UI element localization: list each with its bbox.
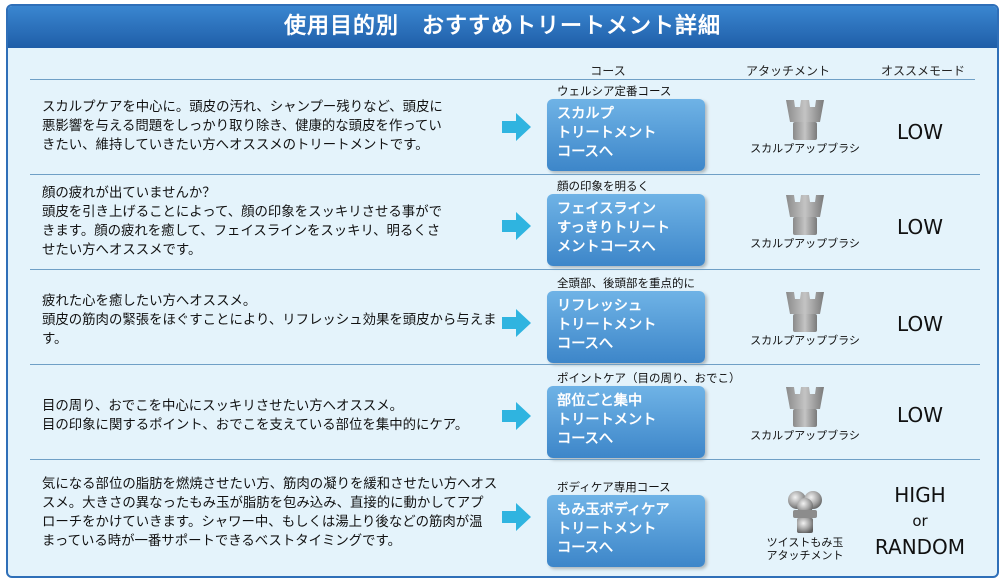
attachment: ツイストもみ玉 アタッチメント (740, 488, 870, 562)
description-line: ローチをかけていきます。シャワー中、もしくは湯上り後などの筋肉が温 (42, 515, 483, 530)
attachment-label: ツイストもみ玉 (766, 536, 844, 549)
arrow-right-icon (502, 503, 531, 531)
table-row: 疲れた心を癒したい方へオススメ。 頭皮の筋肉の緊張をほぐすことにより、リフレッシ… (30, 270, 980, 365)
description-line: スカルプケアを中心に。頭皮の汚れ、シャンプー残りなど、頭皮に (42, 100, 443, 115)
row-divider (30, 364, 980, 365)
description-line: 悪影響を与える問題をしっかり取り除き、健康的な頭皮を作ってい (42, 119, 442, 134)
point-care-treatment-course-button[interactable]: 部位ごと集中 トリートメント コースへ (547, 386, 705, 458)
description-line: す。 (42, 332, 68, 347)
attachment-label: アタッチメント (766, 549, 844, 562)
description-line: せたい方へオススメです。 (42, 243, 202, 258)
mode-line: LOW (897, 403, 943, 427)
course-subtitle: 全頭部、後頭部を重点的に (557, 276, 695, 290)
refresh-treatment-course-button[interactable]: リフレッシュ トリートメント コースへ (547, 291, 705, 363)
mode-line: LOW (897, 312, 943, 336)
course-label-line: リフレッシュ (557, 298, 643, 314)
table-row: 目の周り、おでこを中心にスッキリさせたい方へオススメ。 目の印象に関するポイント… (30, 365, 980, 460)
description-line: 顔の疲れが出ていませんか？ (42, 186, 216, 201)
course-label-line: トリートメント (557, 317, 657, 333)
treatment-panel: 使用目的別 おすすめトリートメント詳細 コース アタッチメント オススメモード … (6, 4, 999, 578)
course-label-line: スカルプ (557, 106, 614, 122)
mode-value: LOW (860, 312, 980, 336)
scalp-brush-icon (786, 387, 824, 427)
mode-line: LOW (897, 120, 943, 144)
description-line: 目の印象に関するポイント、おでこを支えている部位を集中的にケア。 (42, 418, 469, 433)
description-line: スメ。大きさの異なったもみ玉が脂肪を包み込み、直接的に動かしてアプ (42, 496, 484, 511)
table-row: スカルプケアを中心に。頭皮の汚れ、シャンプー残りなど、頭皮に 悪影響を与える問題… (30, 80, 980, 175)
scalp-brush-icon (786, 100, 824, 140)
mode-value: LOW (860, 215, 980, 239)
course-label-line: もみ玉ボディケア (557, 502, 670, 518)
row-divider (30, 174, 980, 175)
row-description: 気になる部位の脂肪を燃焼させたい方、筋肉の凝りを緩和させたい方へオス スメ。大き… (42, 475, 497, 551)
scalp-treatment-course-button[interactable]: スカルプ トリートメント コースへ (547, 99, 705, 171)
course-label-line: フェイスライン (557, 201, 656, 217)
body-care-treatment-course-button[interactable]: もみ玉ボディケア トリートメント コースへ (547, 495, 705, 567)
arrow-right-icon (502, 402, 531, 430)
description-line: まっている時が一番サポートできるベストタイミングです。 (42, 534, 401, 549)
mode-line: LOW (897, 215, 943, 239)
attachment: スカルプアップブラシ (740, 290, 870, 347)
table-row: 気になる部位の脂肪を燃焼させたい方、筋肉の凝りを緩和させたい方へオス スメ。大き… (30, 460, 980, 576)
course-label-line: すっきりトリート (557, 220, 670, 236)
row-description: 疲れた心を癒したい方へオススメ。 頭皮の筋肉の緊張をほぐすことにより、リフレッシ… (42, 292, 496, 349)
attachment-label: スカルプアップブラシ (750, 429, 860, 442)
description-line: 疲れた心を癒したい方へオススメ。 (42, 294, 257, 309)
course-subtitle: 顔の印象を明るく (557, 179, 649, 193)
table-row: 顔の疲れが出ていませんか？ 頭皮を引き上げることによって、顔の印象をスッキリさせ… (30, 175, 980, 270)
course-label-line: コースへ (557, 431, 614, 447)
mode-line: RANDOM (874, 535, 966, 559)
arrow-right-icon (502, 212, 531, 240)
course-label-line: トリートメント (557, 521, 657, 537)
description-line: きたい、維持していきたい方へオススメのトリートメントです。 (42, 138, 429, 153)
row-description: 目の周り、おでこを中心にスッキリさせたい方へオススメ。 目の印象に関するポイント… (42, 397, 468, 435)
column-header-course: コース (590, 64, 626, 78)
column-header-mode: オススメモード (880, 64, 965, 78)
arrow-right-icon (502, 113, 531, 141)
twist-massage-ball-icon (788, 491, 822, 533)
arrow-right-icon (502, 309, 531, 337)
mode-value: LOW (860, 120, 980, 144)
description-line: 頭皮を引き上げることによって、顔の印象をスッキリさせる事がで (42, 205, 442, 220)
row-description: スカルプケアを中心に。頭皮の汚れ、シャンプー残りなど、頭皮に 悪影響を与える問題… (42, 98, 443, 155)
attachment: スカルプアップブラシ (740, 98, 870, 155)
scalp-brush-icon (786, 195, 824, 235)
description-line: 頭皮の筋肉の緊張をほぐすことにより、リフレッシュ効果を頭皮から与えま (42, 313, 497, 328)
attachment: スカルプアップブラシ (740, 193, 870, 250)
course-subtitle: ボディケア専用コース (557, 480, 671, 494)
mode-line: HIGH (894, 483, 946, 507)
row-description: 顔の疲れが出ていませんか？ 頭皮を引き上げることによって、顔の印象をスッキリさせ… (42, 184, 442, 260)
mode-value: HIGH or RANDOM (860, 482, 980, 560)
description-line: 気になる部位の脂肪を燃焼させたい方、筋肉の凝りを緩和させたい方へオス (42, 477, 498, 492)
course-label-line: 部位ごと集中 (557, 393, 643, 409)
column-header-attachment: アタッチメント (745, 64, 830, 78)
page-title: 使用目的別 おすすめトリートメント詳細 (8, 6, 997, 48)
attachment-label: スカルプアップブラシ (750, 237, 860, 250)
attachment-label: スカルプアップブラシ (750, 334, 860, 347)
header-divider (30, 79, 975, 80)
mode-value: LOW (860, 403, 980, 427)
course-label-line: コースへ (557, 540, 614, 556)
faceline-treatment-course-button[interactable]: フェイスライン すっきりトリート メントコースへ (547, 194, 705, 266)
attachment-label: スカルプアップブラシ (750, 142, 860, 155)
course-label-line: トリートメント (557, 412, 657, 428)
course-label-line: メントコースへ (557, 239, 656, 255)
description-line: 目の周り、おでこを中心にスッキリさせたい方へオススメ。 (42, 399, 404, 414)
scalp-brush-icon (786, 292, 824, 332)
row-divider (30, 459, 980, 460)
attachment: スカルプアップブラシ (740, 385, 870, 442)
course-subtitle: ポイントケア（目の周り、おでこ） (557, 371, 741, 385)
row-divider (30, 269, 980, 270)
course-subtitle: ウェルシア定番コース (557, 84, 672, 98)
description-line: きます。顔の疲れを癒して、フェイスラインをスッキリ、明るくさ (42, 224, 441, 239)
course-label-line: トリートメント (557, 125, 657, 141)
course-label-line: コースへ (557, 336, 614, 352)
course-label-line: コースへ (557, 144, 614, 160)
mode-line: or (912, 512, 928, 530)
